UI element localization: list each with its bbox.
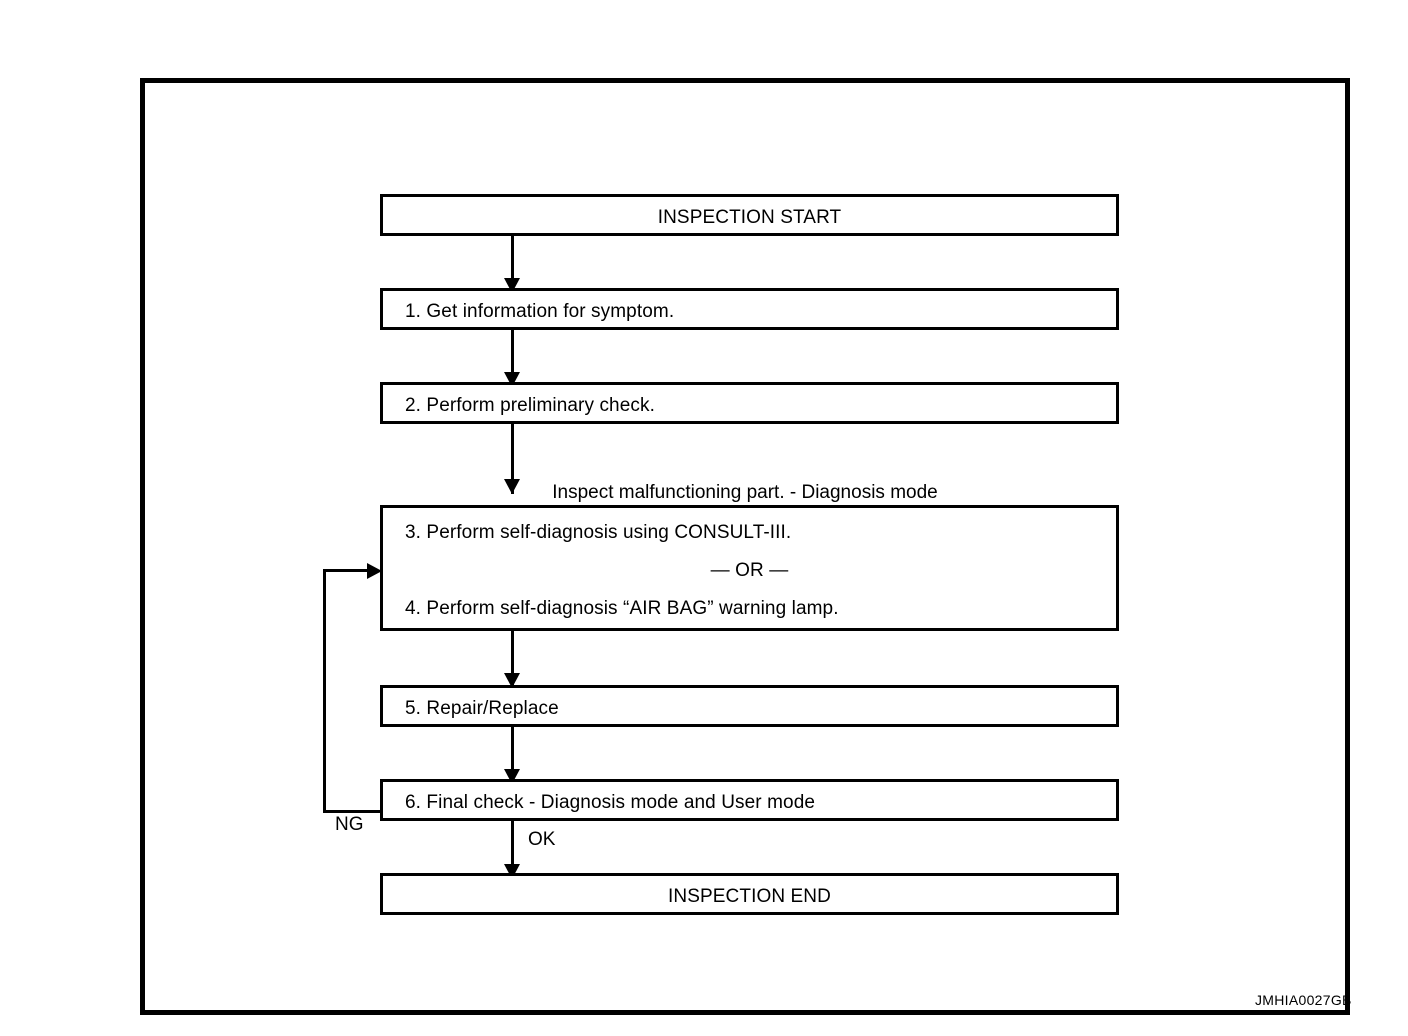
diagnosis-mode-caption: Inspect malfunctioning part. - Diagnosis… xyxy=(552,482,938,503)
flow-node-label-or: — OR — xyxy=(710,560,789,581)
figure-frame: INSPECTION START 1. Get information for … xyxy=(140,78,1350,1015)
edge-shaft xyxy=(511,821,514,879)
ng-loop-arrowhead-icon xyxy=(367,563,382,579)
flow-node-label-step3: 3. Perform self-diagnosis using CONSULT-… xyxy=(405,522,792,543)
flow-node-label: 1. Get information for symptom. xyxy=(405,301,675,322)
edge-arrowhead-icon xyxy=(504,673,520,688)
edge-arrowhead-icon xyxy=(504,479,520,494)
edge-shaft xyxy=(511,631,514,688)
ng-loop-bottom-segment xyxy=(323,810,383,813)
flow-node-label: 2. Perform preliminary check. xyxy=(405,395,655,416)
flow-node-inspection-start: INSPECTION START xyxy=(380,194,1119,236)
flow-node-label: 6. Final check - Diagnosis mode and User… xyxy=(405,792,816,813)
flow-node-label: INSPECTION START xyxy=(657,207,842,228)
flow-node-step6: 6. Final check - Diagnosis mode and User… xyxy=(380,779,1119,821)
edge-label-ng: NG xyxy=(335,814,364,835)
ng-loop-top-segment xyxy=(323,569,371,572)
edge-shaft xyxy=(511,236,514,293)
flow-node-step34: 3. Perform self-diagnosis using CONSULT-… xyxy=(380,505,1119,631)
figure-id-code: JMHIA0027GB xyxy=(1255,992,1352,1008)
edge-shaft xyxy=(511,330,514,387)
ng-loop-vertical-segment xyxy=(323,569,326,813)
flow-node-step1: 1. Get information for symptom. xyxy=(380,288,1119,330)
flow-node-step5: 5. Repair/Replace xyxy=(380,685,1119,727)
edge-label-ok: OK xyxy=(528,829,556,850)
flow-node-step2: 2. Perform preliminary check. xyxy=(380,382,1119,424)
flow-node-inspection-end: INSPECTION END xyxy=(380,873,1119,915)
flow-node-label: 5. Repair/Replace xyxy=(405,698,559,719)
edge-shaft xyxy=(511,424,514,494)
edge-shaft xyxy=(511,727,514,784)
flow-node-label: INSPECTION END xyxy=(668,886,831,907)
flow-node-label-step4: 4. Perform self-diagnosis “AIR BAG” warn… xyxy=(405,598,839,619)
